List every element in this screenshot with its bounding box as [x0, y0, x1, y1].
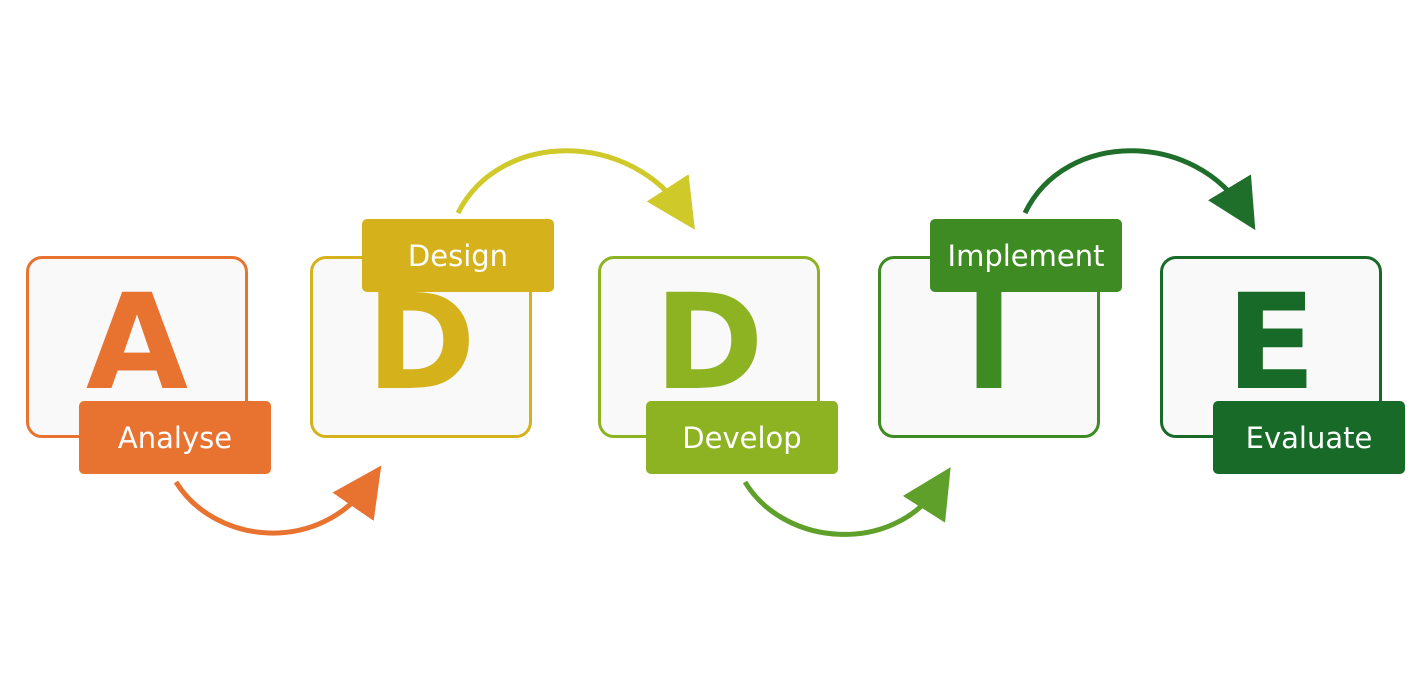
phase-letter-analyse: A [85, 266, 189, 420]
arrow-analyse-to-design [173, 465, 382, 536]
arrow-design-to-develop [455, 148, 695, 230]
phase-letter-evaluate: E [1225, 266, 1317, 420]
phase-box-analyse: A [26, 256, 248, 438]
phase-label-develop: Develop [646, 401, 838, 474]
phase-label-analyse: Analyse [79, 401, 271, 474]
arrow-implement-to-evaluate [1022, 148, 1256, 231]
phase-letter-implement: I [964, 266, 1014, 420]
phase-label-design: Design [362, 219, 554, 292]
phase-letter-develop: D [654, 266, 764, 420]
phase-label-evaluate: Evaluate [1213, 401, 1405, 474]
phase-label-implement: Implement [930, 219, 1122, 292]
arrow-develop-to-implement [742, 467, 951, 537]
phase-letter-design: D [366, 266, 476, 420]
